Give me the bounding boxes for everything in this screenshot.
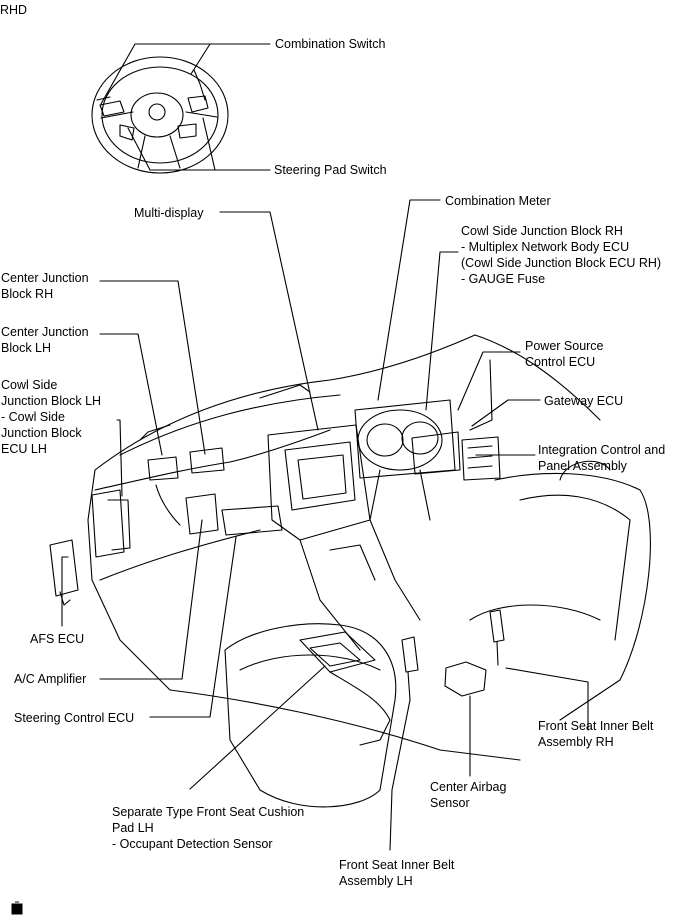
- label-power-source-ecu: Power Source Control ECU: [525, 339, 604, 369]
- label-seat-cushion-pad: Separate Type Front Seat Cushion Pad LH …: [112, 805, 305, 851]
- label-steering-pad-switch: Steering Pad Switch: [274, 163, 387, 177]
- label-combination-meter: Combination Meter: [445, 194, 551, 208]
- label-integration-panel: Integration Control and Panel Assembly: [538, 443, 666, 473]
- label-steering-control-ecu: Steering Control ECU: [14, 711, 135, 725]
- label-center-airbag: Center Airbag Sensor: [430, 780, 507, 810]
- dashboard-illustration: [49, 334, 651, 808]
- label-cowl-side-jb-rh: Cowl Side Junction Block RH - Multiplex …: [461, 224, 662, 286]
- variant-label: RHD: [0, 3, 28, 17]
- label-front-belt-rh: Front Seat Inner Belt Assembly RH: [538, 719, 654, 749]
- leader-lines: [61, 43, 589, 851]
- label-center-jb-lh: Center Junction Block LH: [1, 325, 89, 355]
- label-front-belt-lh: Front Seat Inner Belt Assembly LH: [339, 858, 455, 888]
- label-cowl-side-jb-lh: Cowl Side Junction Block LH - Cowl Side …: [1, 378, 102, 456]
- label-gateway-ecu: Gateway ECU: [544, 394, 624, 408]
- camera-icon: [11, 901, 23, 915]
- steering-wheel-illustration: [91, 56, 229, 174]
- label-combination-switch: Combination Switch: [275, 37, 386, 51]
- label-multi-display: Multi-display: [134, 206, 204, 220]
- label-center-jb-rh: Center Junction Block RH: [1, 271, 89, 301]
- label-afs-ecu: AFS ECU: [30, 632, 85, 646]
- label-ac-amplifier: A/C Amplifier: [14, 672, 87, 686]
